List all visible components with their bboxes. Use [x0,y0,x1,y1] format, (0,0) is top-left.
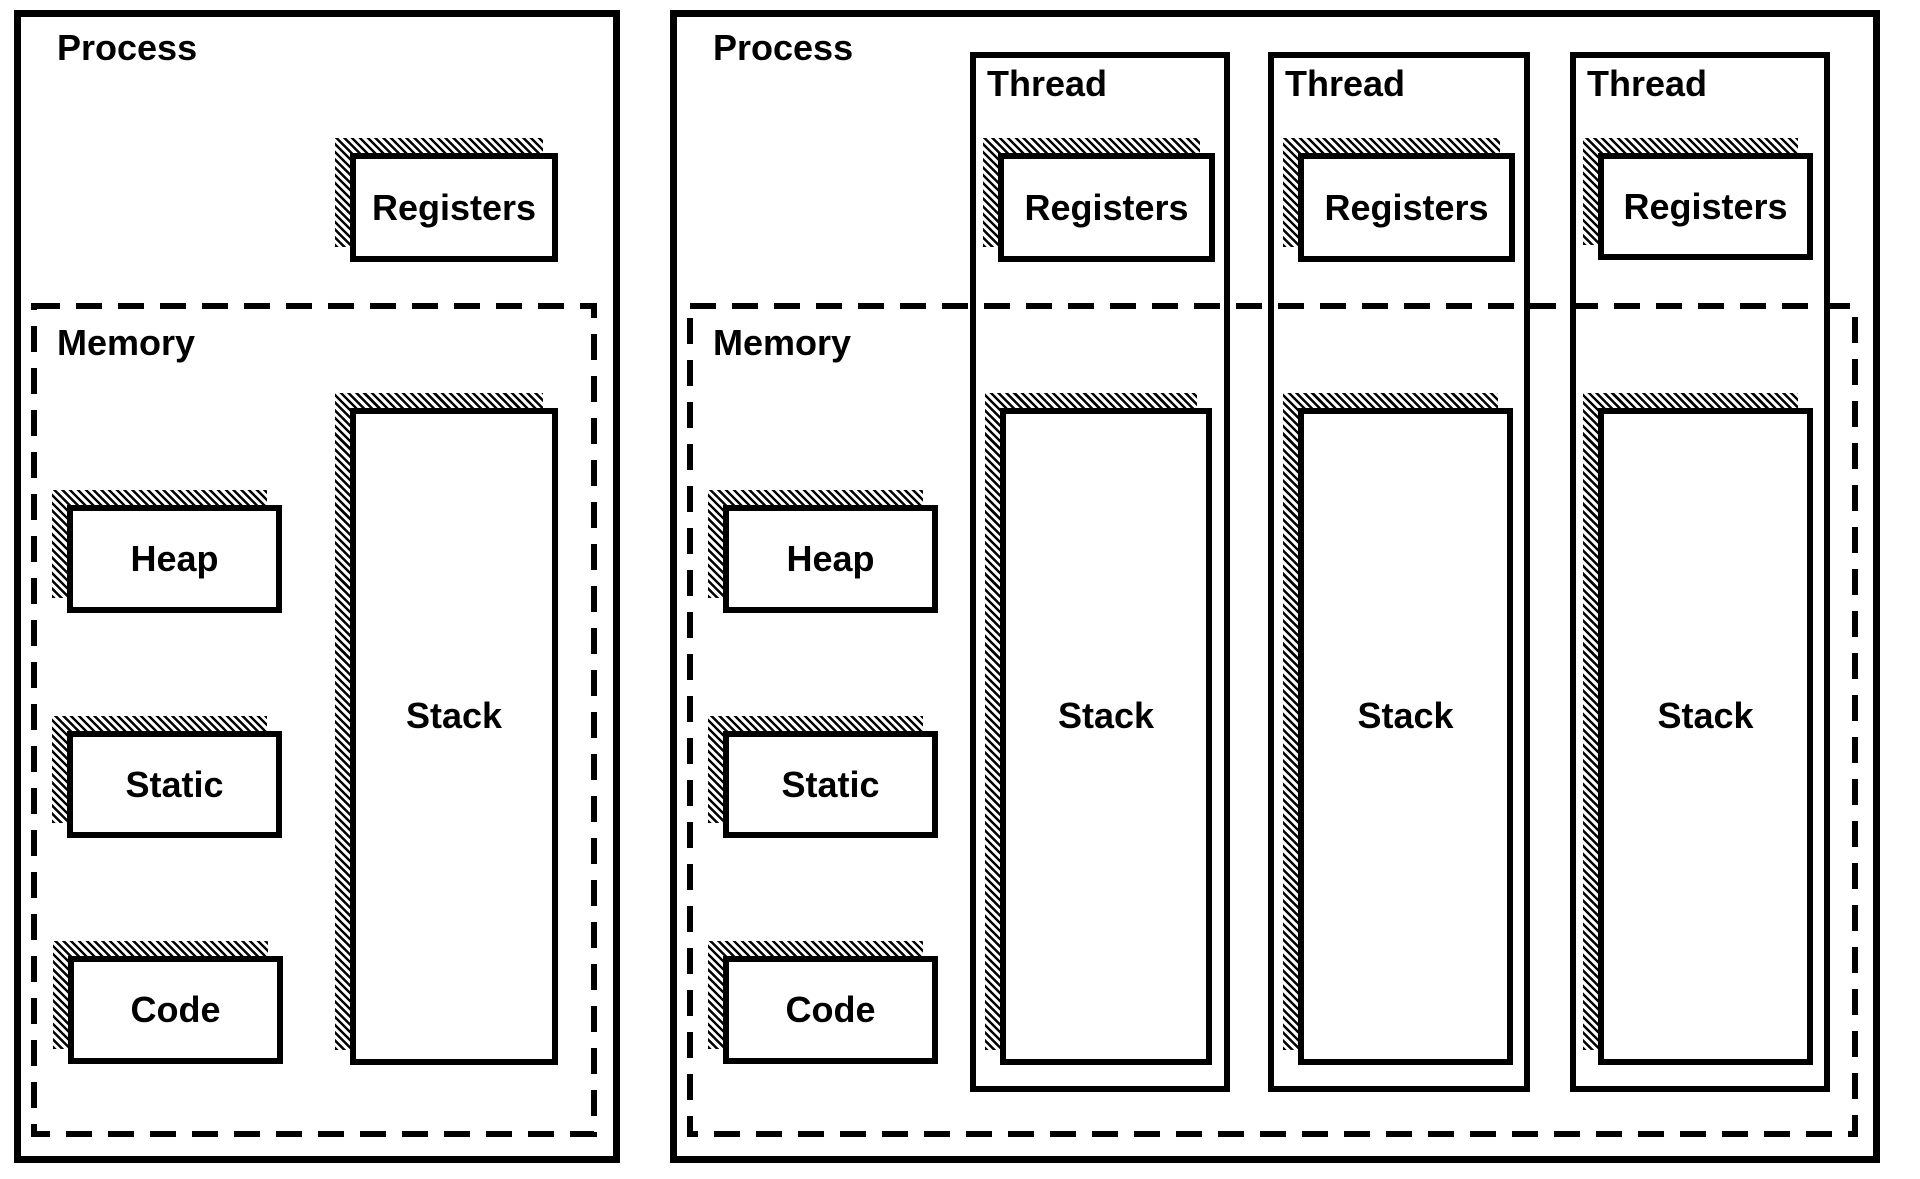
registers-box-thread-2: Registers [1298,153,1515,262]
memory-label-left: Memory [57,322,196,363]
stack-label: Stack [1657,694,1754,736]
thread-box-3 [1570,52,1830,1092]
stack-label: Stack [1357,694,1454,736]
thread-box-2 [1268,52,1530,1092]
heap-label: Heap [130,538,219,579]
memory-region-left [31,303,597,1137]
code-box-left: Code [68,956,283,1064]
process-label-right: Process [713,27,854,68]
stack-box-left: Stack [350,408,558,1065]
static-label: Static [781,763,880,805]
registers-label: Registers [1623,185,1788,227]
registers-box-thread-3: Registers [1598,153,1813,260]
single-threaded-process-panel [14,10,620,1163]
code-label: Code [130,989,221,1030]
registers-label: Registers [371,186,537,228]
stack-label: Stack [1057,694,1155,736]
registers-box-thread-1: Registers [998,153,1215,262]
memory-region-right [687,303,1858,1137]
stack-box-thread-1: Stack [1000,408,1212,1065]
thread-label-2: Thread [1285,63,1406,104]
heap-box-right: Heap [723,505,938,613]
thread-label-3: Thread [1587,63,1708,104]
process-label-left: Process [57,27,198,68]
memory-label-right: Memory [713,322,852,363]
multi-threaded-process-panel [670,10,1880,1163]
static-label: Static [125,763,224,805]
registers-box-left: Registers [350,153,558,262]
stack-box-thread-3: Stack [1598,408,1813,1065]
stack-box-thread-2: Stack [1298,408,1513,1065]
stack-label: Stack [405,694,503,736]
heap-box-left: Heap [67,505,282,613]
thread-box-1 [970,52,1230,1092]
code-label: Code [785,989,876,1030]
heap-label: Heap [786,538,875,579]
code-box-right: Code [723,956,938,1064]
registers-label: Registers [1024,186,1189,228]
registers-label: Registers [1324,186,1489,228]
thread-label-1: Thread [987,63,1108,104]
static-box-right: Static [723,731,938,838]
static-box-left: Static [67,731,282,838]
